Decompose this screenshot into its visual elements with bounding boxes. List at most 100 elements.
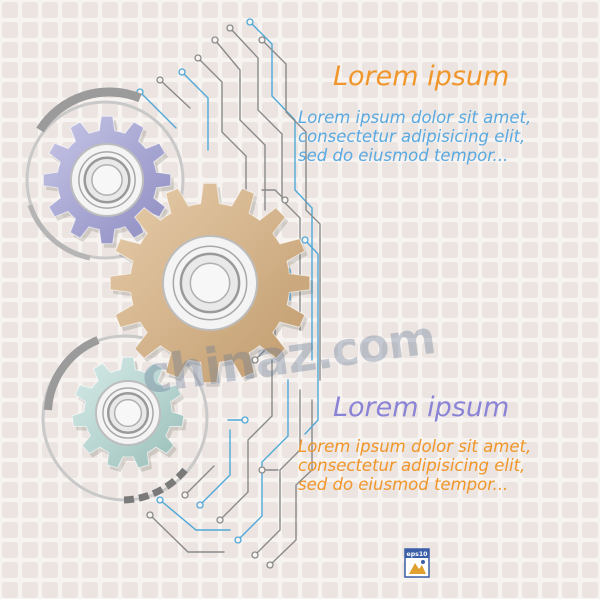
grid-tile [2, 442, 18, 458]
grid-tile [502, 122, 518, 138]
grid-tile [102, 582, 118, 598]
grid-tile [62, 542, 78, 558]
grid-tile [522, 142, 538, 158]
grid-tile [2, 42, 18, 58]
grid-tile [2, 562, 18, 578]
grid-tile [42, 42, 58, 58]
grid-tile [482, 162, 498, 178]
grid-tile [402, 362, 418, 378]
grid-tile [442, 502, 458, 518]
grid-tile [322, 482, 338, 498]
grid-tile [222, 122, 238, 138]
grid-tile [382, 282, 398, 298]
grid-tile [462, 242, 478, 258]
grid-tile [402, 582, 418, 598]
grid-tile [582, 562, 598, 578]
grid-tile [462, 582, 478, 598]
grid-tile [322, 162, 338, 178]
grid-tile [522, 162, 538, 178]
grid-tile [402, 342, 418, 358]
grid-tile [422, 2, 438, 18]
grid-tile [562, 22, 578, 38]
grid-tile [442, 42, 458, 58]
grid-tile [22, 102, 38, 118]
gear-ring-top [25, 87, 185, 261]
grid-tile [282, 422, 298, 438]
grid-tile [462, 282, 478, 298]
grid-tile [242, 562, 258, 578]
circuit-node [281, 196, 289, 204]
grid-tile [542, 502, 558, 518]
grid-tile [582, 62, 598, 78]
bottom-body-line: sed do eiusmod tempor... [298, 475, 509, 494]
grid-tile [2, 322, 18, 338]
grid-tile [402, 522, 418, 538]
grid-tile [562, 582, 578, 598]
grid-tile [382, 502, 398, 518]
grid-tile [442, 562, 458, 578]
grid-tile [502, 422, 518, 438]
grid-tile [502, 2, 518, 18]
grid-tile [162, 42, 178, 58]
grid-tile [562, 122, 578, 138]
grid-tile [362, 562, 378, 578]
grid-tile [462, 62, 478, 78]
grid-tile [442, 62, 458, 78]
grid-tile [22, 482, 38, 498]
grid-tile [562, 142, 578, 158]
grid-tile [522, 442, 538, 458]
grid-tile [582, 2, 598, 18]
grid-tile [382, 322, 398, 338]
grid-tile [242, 582, 258, 598]
gear-hub-ring [102, 387, 154, 439]
grid-tile [422, 62, 438, 78]
grid-tile [362, 62, 378, 78]
grid-tile [442, 102, 458, 118]
grid-tile [422, 462, 438, 478]
grid-tile [322, 362, 338, 378]
grid-tile [302, 582, 318, 598]
grid-tile [282, 482, 298, 498]
grid-tile [362, 502, 378, 518]
grid-tile [222, 402, 238, 418]
grid-tile [42, 482, 58, 498]
grid-tile [102, 102, 118, 118]
grid-tile [322, 542, 338, 558]
grid-tile [402, 222, 418, 238]
grid-tile [582, 422, 598, 438]
grid-tile [82, 242, 98, 258]
grid-tile [442, 82, 458, 98]
circuit-trace [261, 39, 321, 381]
grid-tile [2, 282, 18, 298]
grid-tile [422, 282, 438, 298]
grid-tile [322, 402, 338, 418]
grid-tile [542, 102, 558, 118]
grid-tile [22, 222, 38, 238]
grid-tile [502, 542, 518, 558]
grid-tile [402, 322, 418, 338]
grid-tile [302, 422, 318, 438]
grid-tile [462, 382, 478, 398]
grid-tile [322, 322, 338, 338]
grid-tile [442, 122, 458, 138]
grid-tile [402, 62, 418, 78]
grid-tile [502, 262, 518, 278]
grid-tile [522, 122, 538, 138]
grid-tile [62, 82, 78, 98]
grid-tile [102, 522, 118, 538]
grid-tile [222, 142, 238, 158]
grid-tile [182, 102, 198, 118]
grid-tile [442, 282, 458, 298]
grid-tile [42, 282, 58, 298]
grid-tile [282, 542, 298, 558]
grid-tile [42, 242, 58, 258]
grid-tile [502, 222, 518, 238]
grid-tile [482, 342, 498, 358]
grid-tile [502, 442, 518, 458]
grid-tile [582, 522, 598, 538]
grid-tile [482, 422, 498, 438]
grid-tile [482, 442, 498, 458]
grid-tile [542, 22, 558, 38]
grid-tile [302, 502, 318, 518]
